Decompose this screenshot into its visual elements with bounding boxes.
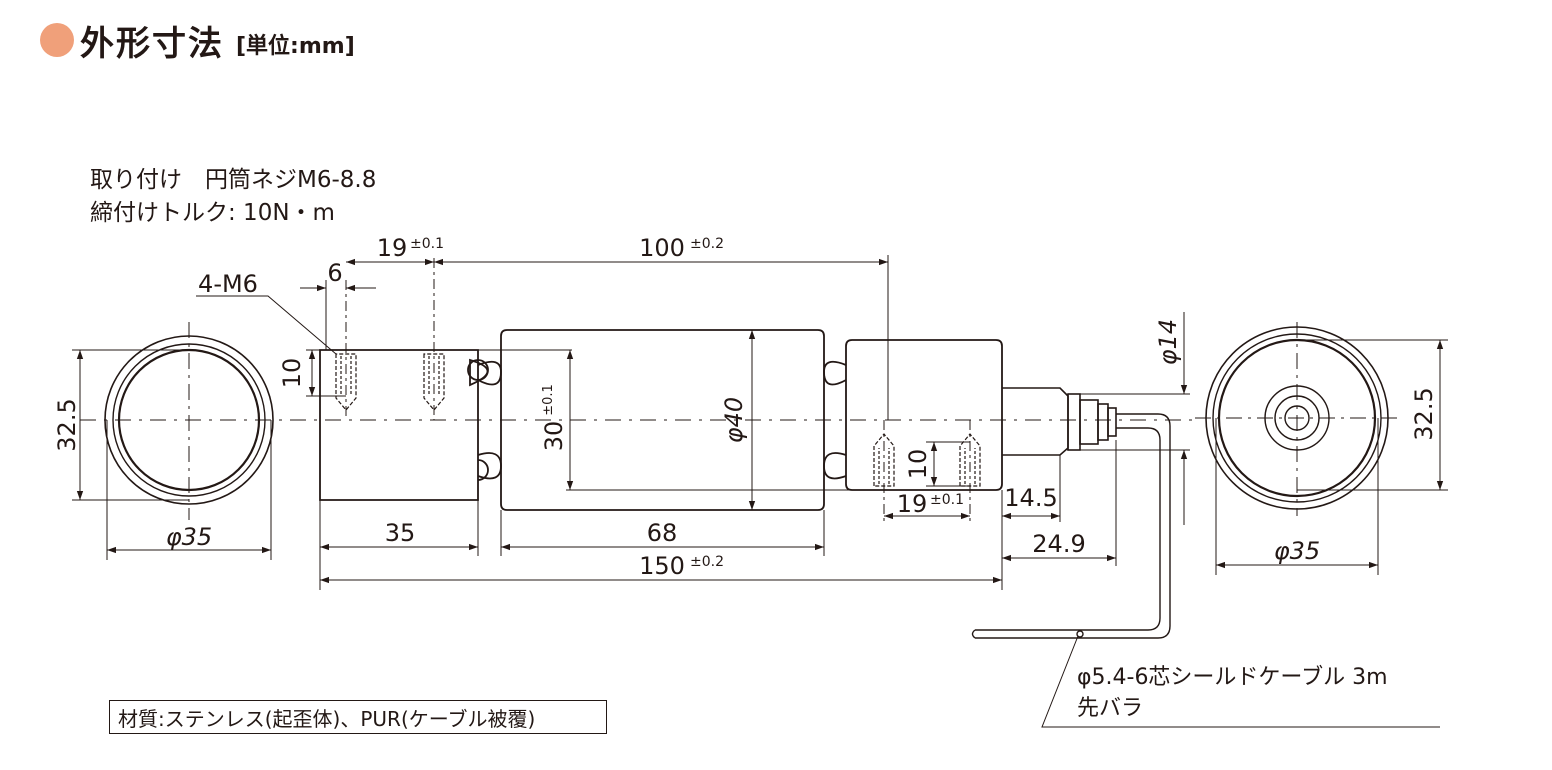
cable-gland bbox=[1002, 387, 1117, 456]
tol-30: ±0.1 bbox=[541, 384, 556, 416]
mounting-note: 取り付け 円筒ネジM6-8.8 bbox=[90, 167, 377, 193]
section-heading: 外形寸法 [単位:mm] bbox=[40, 16, 355, 64]
tol-19-top: ±0.1 bbox=[410, 236, 444, 252]
left-end-block bbox=[319, 349, 489, 501]
tol-100: ±0.2 bbox=[690, 236, 724, 252]
dim-19-bottom: 19 bbox=[897, 490, 928, 518]
unit-label: [単位:mm] bbox=[236, 34, 355, 59]
torque-note: 締付けトルク: 10N・m bbox=[90, 200, 335, 226]
dim-14-5: 14.5 bbox=[1004, 484, 1057, 512]
dim-phi40: φ40 bbox=[720, 397, 748, 443]
dim-10-right: 10 bbox=[904, 449, 932, 480]
center-body bbox=[477, 329, 847, 511]
cable-line bbox=[971, 413, 1440, 728]
tol-19-bottom: ±0.1 bbox=[930, 492, 964, 508]
dim-30: 30 bbox=[540, 421, 568, 452]
dim-24-9: 24.9 bbox=[1032, 530, 1085, 558]
dim-68: 68 bbox=[647, 519, 678, 547]
left-end-view bbox=[104, 322, 274, 520]
dim-phi35-left: φ35 bbox=[166, 523, 212, 551]
thread-callout: 4-M6 bbox=[198, 270, 258, 298]
right-end-view bbox=[1195, 322, 1400, 516]
dim-phi35-right: φ35 bbox=[1274, 537, 1320, 565]
dim-35: 35 bbox=[385, 519, 416, 547]
dim-19-top: 19 bbox=[377, 234, 408, 262]
section-title: 外形寸法 bbox=[80, 23, 224, 64]
material-note: 材質:ステンレス(起歪体)、PUR(ケーブル被覆) bbox=[109, 700, 607, 734]
cable-spec: φ5.4-6芯シールドケーブル 3m bbox=[1077, 665, 1388, 690]
tol-150: ±0.2 bbox=[690, 554, 724, 570]
dim-150: 150 bbox=[639, 552, 685, 580]
dim-32-5-right: 32.5 bbox=[1410, 387, 1438, 440]
dim-100: 100 bbox=[639, 234, 685, 262]
dim-phi14: φ14 bbox=[1154, 319, 1182, 365]
dim-6: 6 bbox=[327, 259, 342, 287]
right-end-block bbox=[845, 339, 1003, 491]
bullet-circle-icon bbox=[40, 23, 74, 57]
thread-holes bbox=[335, 258, 981, 522]
dim-10-left: 10 bbox=[278, 358, 306, 389]
dim-32-5-left: 32.5 bbox=[53, 398, 81, 451]
cable-end-note: 先バラ bbox=[1077, 696, 1144, 721]
